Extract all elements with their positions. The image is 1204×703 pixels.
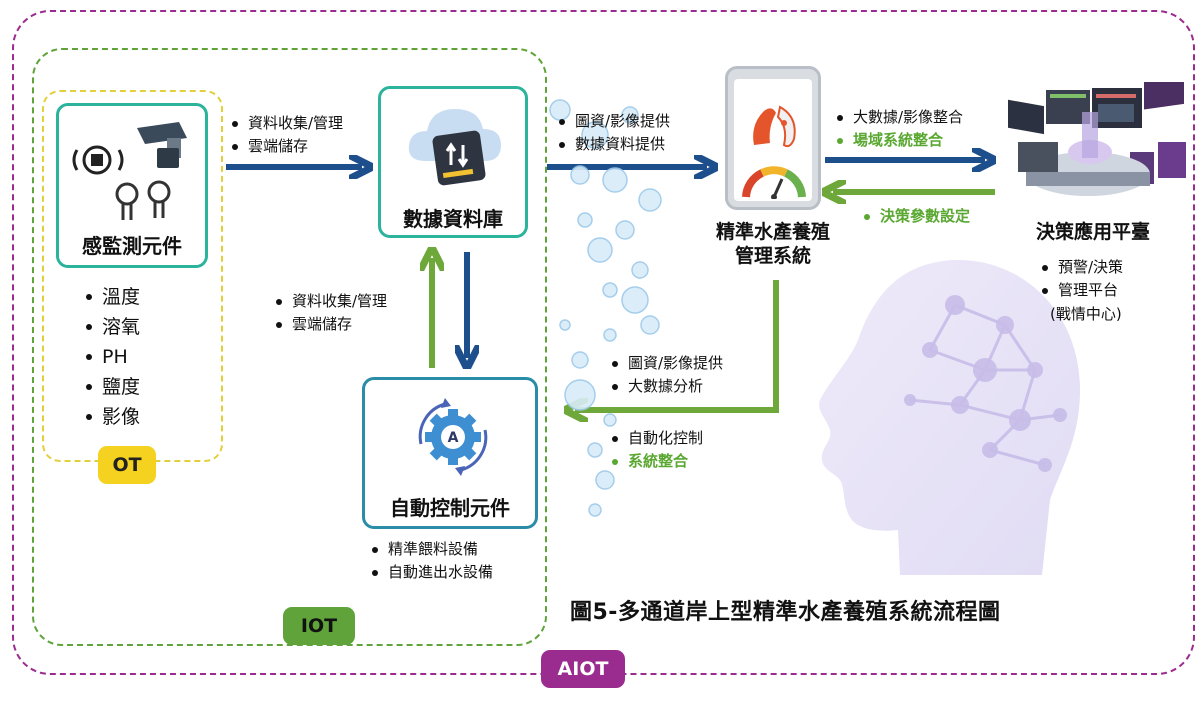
list-item: 自動進出水設備 xyxy=(370,561,493,584)
control-room-illustration xyxy=(1008,82,1186,196)
list-item: PH xyxy=(84,342,140,372)
flow-label-decision-system: 決策參數設定 xyxy=(862,205,970,228)
control-box: A 自動控制元件 xyxy=(362,377,538,529)
svg-text:A: A xyxy=(448,430,459,446)
aquaculture-tablet xyxy=(725,66,821,210)
camera-sensor-icon xyxy=(72,122,187,220)
sensor-title: 感監測元件 xyxy=(82,234,182,258)
aiot-badge: AIOT xyxy=(541,650,625,688)
list-item: 圖資/影像提供 xyxy=(557,110,670,133)
control-list: 精準餵料設備 自動進出水設備 xyxy=(370,538,493,584)
list-item: 圖資/影像提供 xyxy=(610,352,723,375)
aquaculture-title-line2: 管理系統 xyxy=(734,245,811,267)
iot-frame xyxy=(32,48,547,646)
iot-badge: IOT xyxy=(283,607,355,645)
list-item: 數據資料提供 xyxy=(557,133,670,156)
list-item: 預警/決策 xyxy=(1040,256,1123,279)
aquaculture-title: 精準水產養殖 管理系統 xyxy=(698,220,848,268)
gauge-icon xyxy=(742,166,806,199)
decision-note: (戰情中心) xyxy=(1050,305,1122,323)
list-item: 決策參數設定 xyxy=(862,205,970,228)
flow-label-system-decision: 大數據/影像整合 場域系統整合 xyxy=(835,106,963,152)
koi-fish-icon xyxy=(753,105,796,148)
database-title: 數據資料庫 xyxy=(403,207,503,231)
sensor-box: 感監測元件 xyxy=(56,103,208,268)
list-item: 場域系統整合 xyxy=(835,129,963,152)
list-item: 資料收集/管理 xyxy=(274,290,387,313)
figure-caption: 圖5-多通道岸上型精準水產養殖系統流程圖 xyxy=(570,600,1001,625)
list-item: 大數據/影像整合 xyxy=(835,106,963,129)
flow-label-db-system: 圖資/影像提供 數據資料提供 xyxy=(557,110,670,156)
list-item: 精準餵料設備 xyxy=(370,538,493,561)
flow-label-iot-control: 自動化控制 系統整合 xyxy=(610,427,703,473)
database-box: 數據資料庫 xyxy=(378,86,528,238)
ot-badge: OT xyxy=(98,446,156,484)
list-item: 鹽度 xyxy=(84,372,140,402)
list-item: 系統整合 xyxy=(610,450,703,473)
list-item: 溫度 xyxy=(84,282,140,312)
flow-label-system-iot: 圖資/影像提供 大數據分析 xyxy=(610,352,723,398)
ai-head-illustration xyxy=(819,259,1080,575)
control-title: 自動控制元件 xyxy=(390,496,510,520)
list-item: 雲端儲存 xyxy=(230,135,343,158)
decision-title: 決策應用平臺 xyxy=(1035,221,1150,243)
list-item: 自動化控制 xyxy=(610,427,703,450)
list-item: 資料收集/管理 xyxy=(230,112,343,135)
list-item: 大數據分析 xyxy=(610,375,723,398)
sensor-list: 溫度 溶氧 PH 鹽度 影像 xyxy=(84,282,140,432)
list-item: 影像 xyxy=(84,402,140,432)
flow-label-sensor-db: 資料收集/管理 雲端儲存 xyxy=(230,112,343,158)
gear-automation-icon: A xyxy=(418,398,488,476)
flow-label-db-control: 資料收集/管理 雲端儲存 xyxy=(274,290,387,336)
decision-list: 預警/決策 管理平台 xyxy=(1040,256,1123,302)
cloud-database-icon xyxy=(408,109,501,186)
list-item: 溶氧 xyxy=(84,312,140,342)
list-item: 雲端儲存 xyxy=(274,313,387,336)
list-item: 管理平台 xyxy=(1040,279,1123,302)
aquaculture-title-line1: 精準水產養殖 xyxy=(715,221,830,243)
